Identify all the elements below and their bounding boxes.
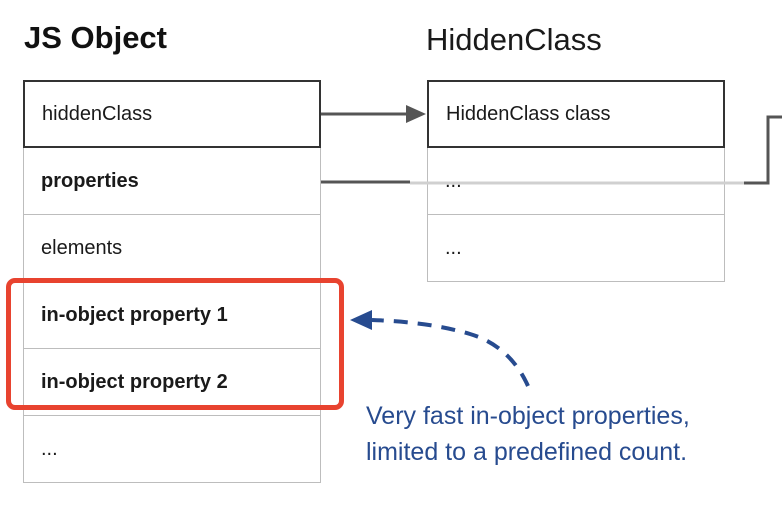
hc-row-ellipsis-2: ... bbox=[427, 215, 725, 282]
js-object-title: JS Object bbox=[24, 20, 167, 55]
js-row-elements: elements bbox=[23, 215, 321, 282]
js-row-in-object-property-1: in-object property 1 bbox=[23, 282, 321, 349]
annotation-line-1: Very fast in-object properties, bbox=[366, 402, 690, 430]
in-object-highlight-frame bbox=[6, 278, 344, 410]
js-object-box: hiddenClass properties elements in-objec… bbox=[23, 80, 321, 483]
annotation-line-2: limited to a predefined count. bbox=[366, 438, 688, 466]
js-row-in-object-property-2: in-object property 2 bbox=[23, 349, 321, 416]
js-row-hiddenclass: hiddenClass bbox=[23, 80, 321, 148]
annotation-arrow-head bbox=[350, 310, 372, 330]
annotation-dashed-arrow bbox=[371, 318, 530, 387]
annotation-text: Very fast in-object properties, limited … bbox=[366, 398, 690, 470]
properties-connector-elbow bbox=[744, 115, 782, 185]
hidden-class-title: HiddenClass bbox=[426, 22, 602, 57]
js-row-ellipsis: ... bbox=[23, 416, 321, 483]
hiddenclass-arrow-head bbox=[406, 105, 426, 123]
js-row-properties: properties bbox=[23, 148, 321, 215]
hc-row-class: HiddenClass class bbox=[427, 80, 725, 148]
